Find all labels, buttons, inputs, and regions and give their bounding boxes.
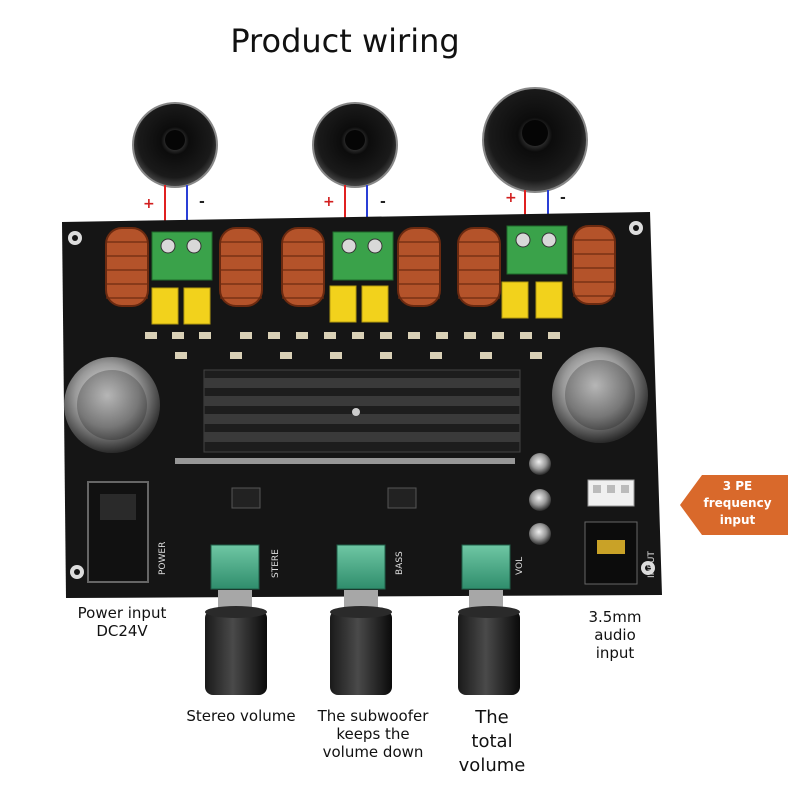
speaker-left-icon [132,102,218,188]
film-capacitors [151,281,563,325]
silk-vol: VOL [515,557,525,575]
stereo-volume-label: Stereo volume [186,707,296,725]
silk-bass: BASS [395,551,405,575]
silk-input: INPUT [647,551,657,578]
speaker-terminals [151,225,568,281]
electrolytic-capacitors [64,347,648,545]
inductors [105,225,616,307]
volume-knobs [205,610,520,695]
pe-frequency-arrow-icon [680,475,788,535]
power-jack [87,481,149,583]
pe-frequency-label: 3 PE frequency input [703,479,772,527]
total-volume-label: The total volume [458,707,526,776]
speaker-right-icon [482,87,588,193]
heatsink [203,369,521,453]
minus-sign-right: - [560,190,566,206]
plus-sign-right: + [505,190,517,206]
plus-sign-center: + [323,194,335,210]
plus-sign-left: + [143,196,155,212]
minus-sign-left: - [199,194,205,210]
speaker-center-icon [312,102,398,188]
subwoofer-label: The subwoofer keeps the volume down [317,707,429,761]
silk-stereo: STERE [271,549,281,578]
page-title: Product wiring [230,22,460,60]
potentiometers [210,544,511,590]
silk-power: POWER [158,542,168,575]
minus-sign-center: - [380,194,386,210]
power-input-label: Power input DC24V [77,604,167,640]
audio-input-label: 3.5mm audio input [588,608,642,662]
